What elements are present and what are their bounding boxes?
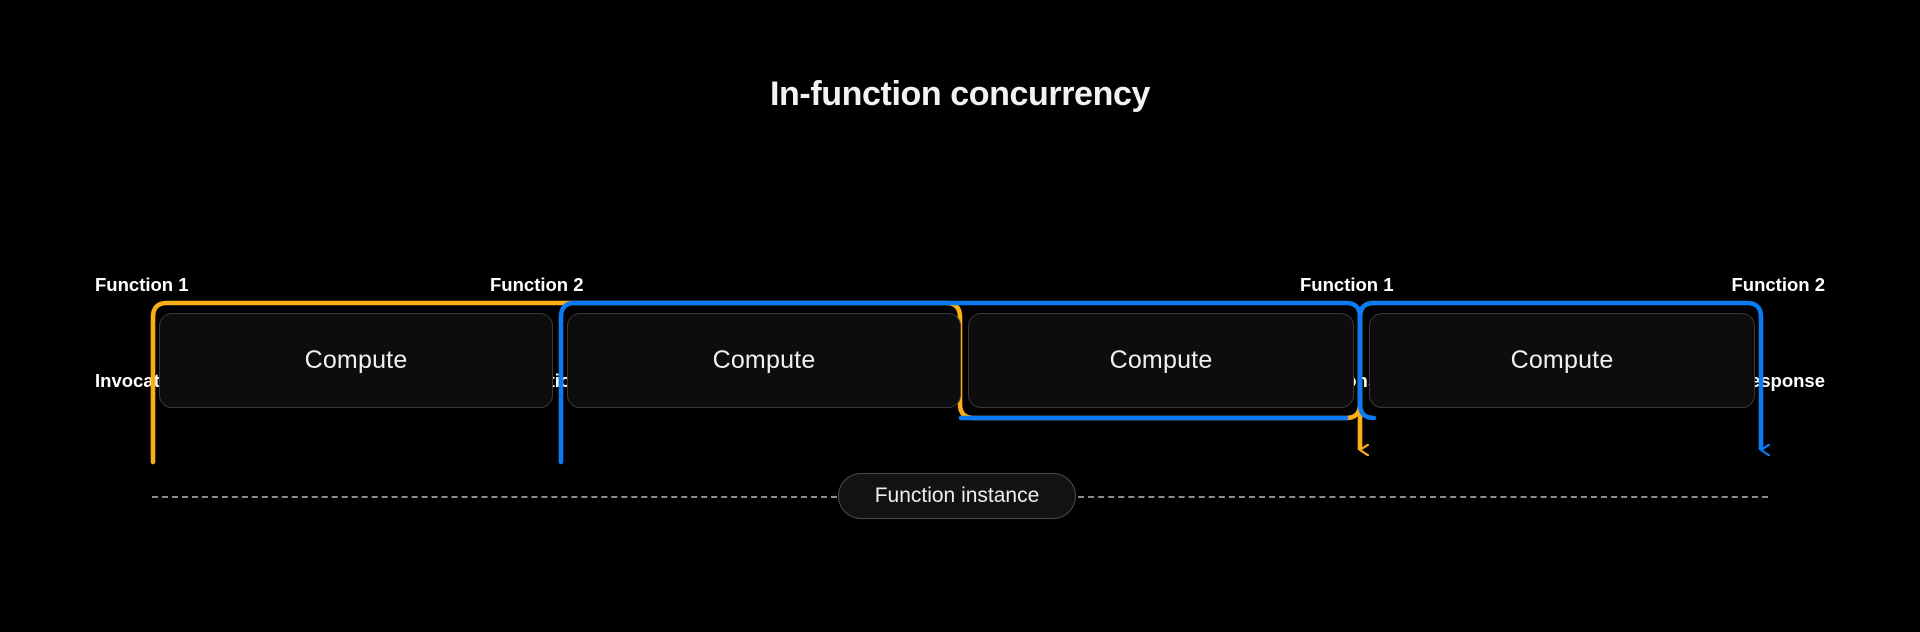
compute-block: Compute [567,313,961,408]
compute-block: Compute [159,313,553,408]
page-title: In-function concurrency [770,75,1150,113]
instance-baseline-right [1078,496,1768,498]
function-instance-badge: Function instance [838,473,1076,519]
compute-block: Compute [1369,313,1755,408]
label-line-1: Function 1 [95,274,189,295]
label-line-1: Function 2 [1731,274,1825,295]
label-line-1: Function 1 [1300,274,1394,295]
label-line-1: Function 2 [490,274,584,295]
instance-baseline-left [152,496,837,498]
compute-block: Compute [968,313,1354,408]
